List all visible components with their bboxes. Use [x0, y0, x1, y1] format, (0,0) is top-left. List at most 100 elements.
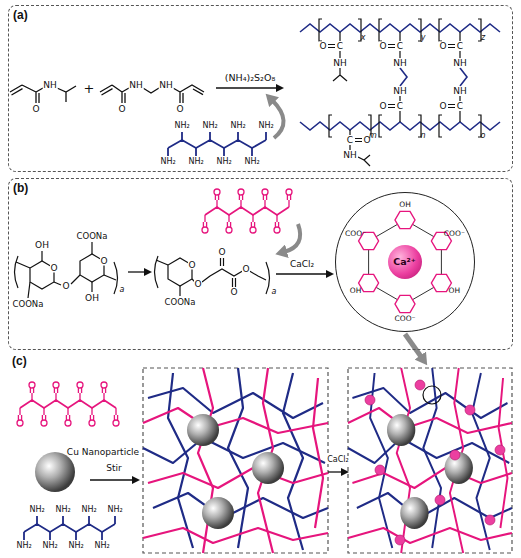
atom-label: O [194, 280, 202, 289]
amine-label: NH₂ [94, 542, 110, 550]
atom-label: O [379, 42, 387, 51]
atom-label: O [62, 282, 70, 291]
atom-label: C [456, 102, 463, 111]
atom-label: OH [85, 294, 100, 303]
reaction-arrow [216, 87, 282, 88]
material-label: Cu Nanoparticle [66, 448, 139, 457]
atom-label: O [242, 265, 250, 274]
atom-label: COONa [12, 300, 44, 309]
panel-label: (c) [12, 354, 27, 368]
atom-label: COONa [76, 232, 108, 241]
atom-label: O [439, 102, 447, 111]
product-side-groups [319, 19, 481, 166]
reagent-label: (NH₄)₂S₂O₈ [224, 73, 275, 83]
atom-label: O [230, 288, 238, 297]
amine-label: NH₂ [68, 542, 84, 550]
amine-label: NH₂ [258, 122, 274, 130]
atom-label: C [336, 42, 343, 51]
amine-label: NH₂ [107, 506, 123, 514]
atom-label: O [439, 42, 447, 51]
atom-label: COONa [164, 298, 196, 307]
reagent-label: CaCl₂ [289, 260, 314, 269]
atom-label: C [456, 42, 463, 51]
subscript-label: y [420, 34, 426, 42]
amine-label: NH₂ [174, 122, 190, 130]
group-label: COO⁻ [345, 230, 367, 238]
amine-label: NH₂ [188, 158, 204, 166]
calcium-ions [365, 380, 505, 545]
monomer-structures [10, 85, 204, 103]
atom-label: O [50, 264, 58, 273]
egg-box-structure [359, 211, 452, 312]
amine-label: NH₂ [244, 158, 260, 166]
subscript-label: a [271, 288, 277, 296]
atom-label: NH [453, 59, 468, 68]
subscript-label: n [420, 132, 426, 140]
atom-label: O [379, 102, 387, 111]
oxidation-arrow [128, 271, 150, 272]
group-label: OH [448, 287, 461, 295]
atom-label: OH [35, 241, 50, 250]
atom-label: NH [393, 87, 408, 96]
addition-arrow [272, 100, 284, 138]
hydrogel-network [348, 368, 512, 553]
ion-circle: Ca²⁺ [335, 192, 475, 332]
product-backbone [300, 24, 500, 130]
amine-label: NH₂ [160, 158, 176, 166]
atom-label: O [188, 261, 196, 270]
atom-label: C [396, 42, 403, 51]
amine-polymer [24, 516, 115, 540]
atom-label: O [319, 42, 327, 51]
amine-label: NH₂ [230, 122, 246, 130]
amine-label: NH₂ [81, 506, 97, 514]
amine-polymer [168, 132, 266, 156]
group-label: COO⁻ [443, 230, 465, 238]
panel-label: (b) [13, 181, 28, 195]
atom-label: O [176, 105, 184, 114]
amine-label: NH₂ [29, 506, 45, 514]
reagent-label: CaCl₂ [327, 456, 350, 464]
group-label: OH [399, 201, 412, 209]
step-label: Stir [106, 464, 122, 473]
reaction-arrow [276, 273, 332, 274]
amine-label: NH₂ [42, 542, 58, 550]
atom-label: NH [343, 151, 358, 160]
atom-label: NH [159, 81, 174, 90]
ion-label: Ca²⁺ [388, 245, 422, 279]
subscript-label: m [369, 132, 378, 140]
atom-label: C [396, 102, 403, 111]
stir-arrow [90, 479, 138, 480]
network-frame [348, 368, 512, 553]
amine-label: NH₂ [216, 158, 232, 166]
atom-label: NH [43, 81, 58, 90]
atom-label: NH [393, 59, 408, 68]
panel-box: (b) Ca²⁺ [8, 178, 513, 350]
panel-label: (a) [13, 8, 28, 22]
group-label: OH [349, 287, 362, 295]
aldehyde-polymer [17, 382, 119, 426]
subscript-label: o [480, 132, 486, 140]
amine-label: NH₂ [202, 122, 218, 130]
atom-label: O [32, 105, 40, 114]
network-frame [143, 368, 328, 553]
group-label: COO⁻ [394, 315, 416, 323]
subscript-label: x [360, 34, 366, 42]
oxidized-alginate [155, 256, 270, 296]
atom-label: NH [129, 81, 144, 90]
operator-sign: + [83, 82, 95, 95]
highlight-circle [423, 386, 441, 404]
atom-label: C [346, 136, 353, 145]
aldehyde-polymer [202, 189, 292, 233]
atom-label: O [218, 248, 226, 257]
subscript-label: a [119, 286, 125, 294]
atom-label: O [118, 105, 126, 114]
hydrogel-network [143, 368, 328, 553]
amine-label: NH₂ [55, 506, 71, 514]
crosslink-arrow [328, 471, 347, 472]
atom-label: NH [333, 59, 348, 68]
subscript-label: z [480, 34, 485, 42]
amine-label: NH₂ [16, 542, 32, 550]
